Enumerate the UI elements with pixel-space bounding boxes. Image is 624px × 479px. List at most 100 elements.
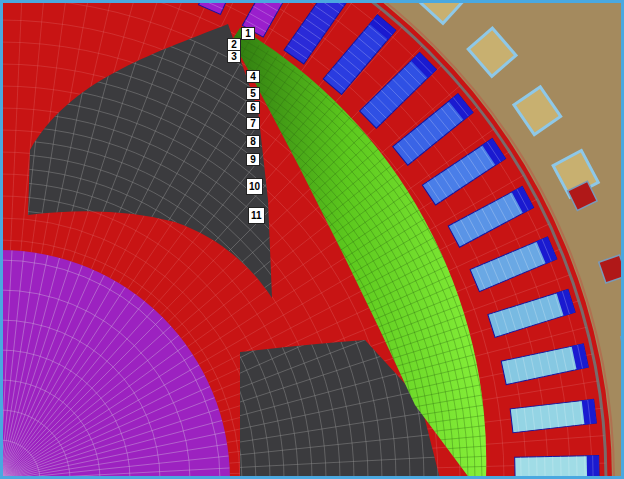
mesh-line bbox=[555, 294, 562, 317]
mesh-line bbox=[0, 386, 210, 479]
mesh-line bbox=[199, 430, 477, 459]
mesh-line bbox=[245, 188, 413, 307]
callout-number: 9 bbox=[246, 153, 260, 166]
mesh-line bbox=[252, 206, 425, 318]
mesh-line bbox=[296, 403, 500, 435]
slot-body bbox=[199, 0, 255, 14]
mesh-line bbox=[81, 41, 195, 297]
mesh-line bbox=[0, 0, 496, 479]
mesh-line bbox=[0, 250, 1, 479]
mesh-line bbox=[0, 255, 48, 479]
mesh-line bbox=[576, 456, 578, 479]
mesh-line bbox=[132, 25, 222, 210]
slot-body bbox=[360, 52, 437, 128]
mesh-line bbox=[143, 35, 241, 216]
bolt-body bbox=[621, 332, 624, 358]
mesh-line bbox=[42, 10, 100, 284]
mesh-line bbox=[0, 131, 349, 479]
mesh-line bbox=[0, 290, 190, 479]
mesh-line bbox=[91, 52, 218, 301]
mesh-line bbox=[0, 0, 503, 479]
slot bbox=[501, 344, 588, 385]
mesh-line bbox=[520, 248, 529, 270]
mesh-line bbox=[568, 456, 570, 479]
mesh-line bbox=[0, 126, 354, 479]
mesh-line bbox=[461, 219, 472, 240]
mesh-line bbox=[0, 20, 460, 479]
mesh-line bbox=[539, 298, 546, 321]
slot-wedge bbox=[370, 15, 396, 40]
mesh-line bbox=[505, 255, 514, 277]
mesh-line bbox=[0, 350, 130, 479]
mesh-line bbox=[454, 223, 465, 244]
mesh-line bbox=[374, 19, 392, 34]
mesh-line bbox=[199, 102, 336, 256]
mesh-line bbox=[547, 296, 554, 319]
mesh-line bbox=[0, 152, 328, 479]
mesh-line bbox=[0, 218, 262, 479]
mesh-line bbox=[0, 180, 300, 479]
mesh-line bbox=[0, 224, 256, 479]
mesh-line bbox=[510, 193, 521, 214]
mesh-line bbox=[0, 287, 125, 479]
mesh-line bbox=[261, 0, 282, 4]
slot-wedge bbox=[537, 237, 557, 264]
mesh-line bbox=[62, 23, 149, 289]
bolt-body bbox=[599, 255, 624, 283]
mesh-line bbox=[427, 182, 440, 202]
cooling-duct bbox=[514, 87, 561, 135]
slot bbox=[510, 399, 596, 432]
slot-body bbox=[284, 0, 352, 64]
mesh-line bbox=[169, 62, 285, 232]
mesh-line bbox=[0, 326, 171, 479]
slot bbox=[393, 94, 473, 166]
bolt-body bbox=[568, 181, 597, 210]
mesh-line bbox=[560, 456, 562, 479]
mesh-line bbox=[422, 123, 437, 142]
mesh-line bbox=[489, 204, 500, 225]
mesh-line bbox=[213, 123, 359, 268]
mesh-line bbox=[208, 116, 351, 264]
slot bbox=[515, 455, 599, 479]
slot bbox=[422, 139, 505, 205]
mesh-line bbox=[0, 309, 154, 479]
mesh-line bbox=[404, 68, 421, 85]
mesh-line bbox=[476, 267, 485, 289]
mesh-line bbox=[337, 62, 355, 77]
callout-number: 4 bbox=[246, 70, 260, 83]
mesh-line bbox=[509, 308, 516, 331]
mesh-line bbox=[0, 365, 199, 479]
mesh-line bbox=[327, 74, 345, 89]
mesh-line bbox=[544, 457, 546, 479]
mesh-line bbox=[0, 173, 307, 479]
mesh-line bbox=[21, 3, 50, 281]
mesh-line bbox=[0, 294, 135, 479]
mesh-line bbox=[0, 0, 482, 479]
slot-wedge bbox=[557, 289, 576, 315]
mesh-line bbox=[546, 352, 551, 375]
slot-wedge bbox=[587, 455, 600, 479]
mesh-line bbox=[31, 6, 75, 283]
mesh-line bbox=[118, 92, 283, 319]
mesh-line bbox=[0, 270, 94, 479]
mesh-line bbox=[501, 310, 508, 333]
callout-number: 6 bbox=[246, 101, 260, 114]
mesh-line bbox=[0, 261, 71, 479]
housing-bolt bbox=[568, 181, 597, 210]
mesh-line bbox=[0, 166, 314, 479]
slot-body bbox=[515, 455, 599, 479]
slot-wedge bbox=[572, 344, 589, 370]
callout-number: 1 bbox=[241, 27, 255, 40]
mesh-line bbox=[467, 155, 480, 175]
mesh-line bbox=[0, 12, 468, 479]
mesh-line bbox=[527, 245, 536, 267]
mesh-line bbox=[159, 51, 268, 226]
mesh-line bbox=[392, 79, 409, 96]
slot-body bbox=[448, 186, 533, 247]
mesh-line bbox=[0, 440, 40, 479]
mesh-line bbox=[496, 201, 507, 222]
mesh-line bbox=[0, 75, 405, 479]
mesh-line bbox=[474, 151, 487, 171]
mesh-line bbox=[222, 139, 374, 278]
mesh-line bbox=[584, 456, 586, 479]
